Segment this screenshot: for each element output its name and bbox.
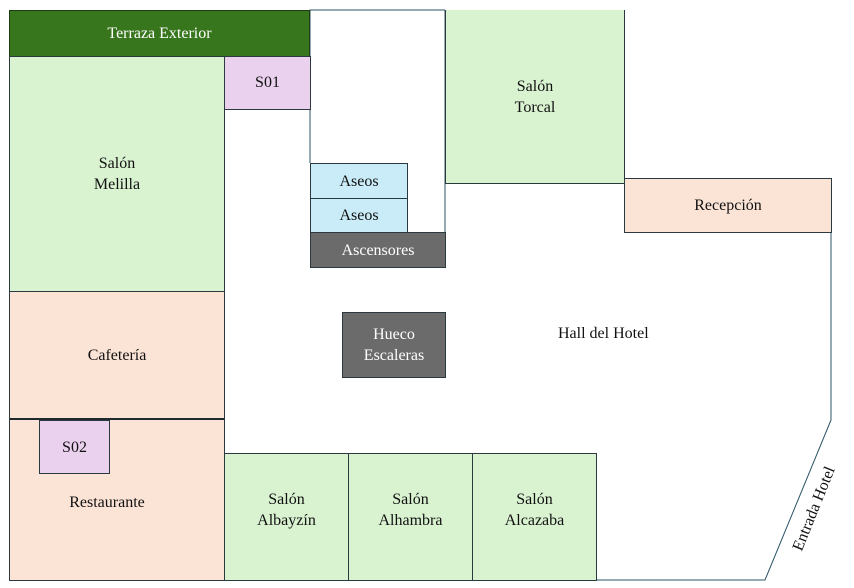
room-label: Alcazaba — [504, 512, 565, 529]
room-label: Albayzín — [257, 512, 316, 529]
room-label: Salón — [268, 491, 305, 508]
room-label: Salón — [516, 77, 554, 95]
room-label: Recepción — [694, 197, 762, 214]
room-recepcion: Recepción — [624, 178, 832, 233]
room-label: S01 — [255, 74, 280, 91]
room-ascensores: Ascensores — [310, 232, 446, 268]
room-cafeteria: Cafetería — [9, 291, 225, 419]
room-label: Terraza Exterior — [107, 25, 212, 42]
room-s01: S01 — [224, 56, 311, 110]
room-label: Restaurante — [69, 493, 145, 511]
room-label: Salón — [98, 155, 136, 172]
hall-label: Hall del Hotel — [558, 325, 649, 342]
room-label: Salón — [516, 491, 553, 508]
room-label: S02 — [62, 438, 87, 456]
room-label: Escaleras — [363, 347, 425, 364]
room-terraza-exterior: Terraza Exterior — [9, 10, 310, 57]
room-label: Melilla — [93, 176, 141, 193]
room-s02: S02 — [39, 420, 110, 474]
room-label: Cafetería — [87, 346, 147, 364]
room-label: Ascensores — [341, 241, 415, 259]
room-label: Salón — [392, 491, 429, 508]
room-aseos-1: Aseos — [310, 163, 408, 199]
room-label: Hueco — [373, 326, 415, 343]
room-label: Aseos — [339, 207, 379, 224]
room-label: Alhambra — [378, 512, 443, 529]
room-label: Aseos — [339, 172, 379, 190]
room-aseos-2: Aseos — [310, 198, 408, 233]
room-label: Torcal — [514, 98, 556, 116]
